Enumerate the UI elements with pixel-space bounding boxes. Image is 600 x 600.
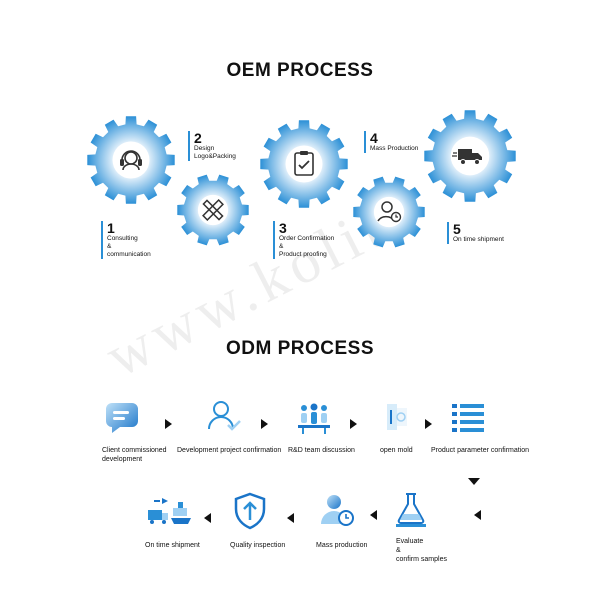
- team-discussion-icon: [298, 403, 330, 434]
- shipping-icon: [148, 498, 191, 524]
- chat-card-icon: [106, 403, 138, 433]
- odm-step-3-label: R&D team discussion: [288, 447, 355, 454]
- arrow-down-icon: [468, 478, 480, 485]
- oem-step-2: 2 Design Logo&Packing: [188, 131, 236, 161]
- odm-step-5-label: Product parameter confirmation: [431, 447, 530, 454]
- oem-step-3-label: Order Confirmation & Product proofing: [279, 235, 335, 258]
- oem-gear-4: [353, 176, 425, 248]
- oem-step-2-label: Design Logo&Packing: [194, 145, 236, 160]
- odm-step-1-label: Client commissioned development: [102, 447, 167, 463]
- oem-step-1-label: Consulting & communication: [107, 235, 151, 258]
- odm-step-7-label: Mass production: [316, 542, 368, 549]
- oem-step-4: 4 Mass Production: [364, 131, 418, 153]
- arrow-left-icon: [204, 513, 211, 523]
- flask-icon: [396, 493, 426, 527]
- ruler-pencil-icon: [202, 199, 224, 221]
- oem-step-3: 3 Order Confirmation & Product proofing: [273, 221, 334, 259]
- oem-gear-3: [260, 120, 348, 208]
- oem-step-4-number: 4: [370, 130, 378, 146]
- oem-gear-2: [177, 174, 249, 246]
- odm-step-8-label: Quality inspection: [230, 542, 286, 549]
- odm-step-4-label: open mold: [380, 447, 413, 454]
- oem-step-5-number: 5: [453, 221, 461, 237]
- user-clock-icon: [321, 495, 354, 526]
- user-clock-icon: [377, 201, 402, 223]
- odm-title: ODM PROCESS: [225, 338, 375, 359]
- shield-arrow-icon: [234, 492, 266, 530]
- oem-gear-5: [424, 110, 516, 202]
- oem-step-4-label: Mass Production: [370, 145, 419, 152]
- arrow-right-icon: [165, 419, 172, 429]
- mold-icon: [387, 404, 407, 430]
- delivery-truck-icon: [452, 149, 482, 165]
- user-check-icon: [208, 401, 241, 431]
- oem-step-1-number: 1: [107, 220, 115, 236]
- headset-icon: [120, 150, 142, 171]
- odm-step-6-label: Evaluate & confirm samples: [396, 538, 447, 563]
- oem-step-3-number: 3: [279, 220, 287, 236]
- list-icon: [452, 404, 484, 432]
- oem-step-2-number: 2: [194, 130, 202, 146]
- oem-title: OEM PROCESS: [226, 60, 374, 81]
- oem-step-1: 1 Consulting & communication: [101, 221, 151, 259]
- arrow-right-icon: [425, 419, 432, 429]
- odm-step-9-label: On time shipment: [145, 542, 200, 549]
- oem-step-5-label: On time shipment: [453, 236, 504, 243]
- arrow-left-icon: [287, 513, 294, 523]
- clipboard-check-icon: [294, 151, 314, 176]
- oem-gear-1: [87, 116, 175, 204]
- arrow-right-icon: [261, 419, 268, 429]
- arrow-right-icon: [350, 419, 357, 429]
- arrow-left-icon: [370, 510, 377, 520]
- odm-step-2-label: Development project confirmation: [177, 447, 282, 454]
- arrow-left-icon: [474, 510, 481, 520]
- oem-gear-canvas: [87, 110, 516, 248]
- oem-step-5: 5 On time shipment: [447, 222, 504, 244]
